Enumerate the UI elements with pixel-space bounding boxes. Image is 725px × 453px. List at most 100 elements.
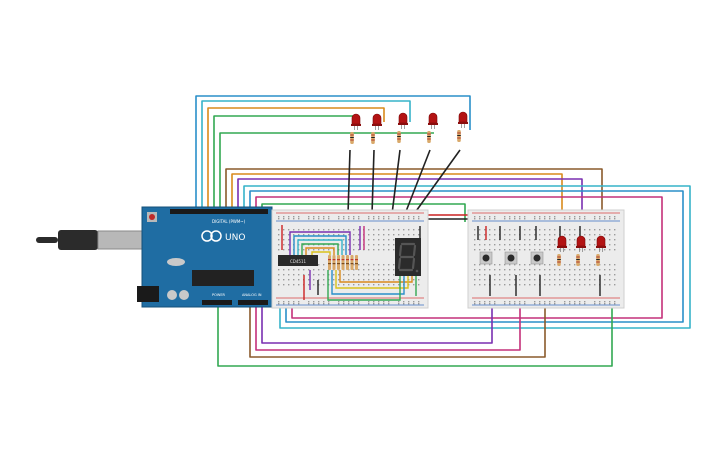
resistor[interactable] [328,255,331,270]
breadboard-hole [504,234,506,236]
led-body [428,112,438,124]
jumper-green-2[interactable] [327,270,401,301]
breadboard-hole [509,216,511,218]
resistor[interactable] [596,254,600,266]
breadboard-hole [403,234,405,236]
resistor[interactable] [332,255,336,270]
resistor[interactable] [350,255,354,270]
breadboard-hole [338,284,340,286]
jumper-blue-2[interactable] [331,270,405,295]
led[interactable] [557,235,567,252]
breadboard-hole [393,284,395,286]
breadboard-hole [594,244,596,246]
breadboard-hole [278,218,280,220]
wire-cyan-right[interactable] [243,185,691,329]
wire-magenta-bottom[interactable] [255,290,521,351]
resistor[interactable] [557,254,561,266]
wire-magenta-right[interactable] [255,196,663,319]
cd4511-ic[interactable]: CD4511 [278,255,318,266]
wire-blue-right[interactable] [249,190,684,323]
breadboard-hole [599,301,601,303]
breadboard-hole [539,234,541,236]
resistor[interactable] [457,130,461,142]
breadboard-hole [504,264,506,266]
breadboard-hole [519,244,521,246]
wire-black-r3[interactable] [391,149,401,215]
pushbutton[interactable] [530,251,544,265]
led[interactable] [576,235,586,252]
pushbutton[interactable] [479,251,493,265]
breadboard-hole [544,269,546,271]
jumper-yellow-1[interactable] [311,251,331,255]
jumper-green-1[interactable] [301,243,339,255]
arduino-uno[interactable]: DIGITAL (PWM~) UNO POWER ANALOG IN [137,206,273,308]
breadboard-hole [474,229,476,231]
led-base [372,124,382,126]
resistor-band [596,261,600,263]
resistor-band [427,133,431,135]
breadboard-hole [509,284,511,286]
wire-black-r2[interactable] [371,149,375,215]
breadboard-hole [484,279,486,281]
led-body [557,235,567,247]
resistor[interactable] [427,131,431,143]
breadboard-hole [539,249,541,251]
breadboard-hole [408,216,410,218]
digital-header-label: DIGITAL (PWM~) [212,219,246,224]
breadboard-hole [549,229,551,231]
led[interactable] [458,111,468,128]
breadboard-hole [378,303,380,305]
jumper-purple-1[interactable] [289,231,351,255]
resistor-band [328,263,331,265]
pushbutton[interactable] [504,251,518,265]
resistor[interactable] [341,255,345,270]
wire-brown-right[interactable] [225,168,603,245]
breadboard-hole [589,244,591,246]
breadboard-hole [343,274,345,276]
resistor[interactable] [337,255,340,270]
breadboard-hole [474,301,476,303]
jumper-orange-1[interactable] [305,247,335,255]
jumper-yellow-2[interactable] [335,270,409,289]
seven-segment-display[interactable] [395,238,421,276]
breadboard-hole [353,234,355,236]
wire-brown-bottom[interactable] [249,298,546,358]
breadboard-hole [614,218,616,220]
wire-green-led3[interactable] [219,132,434,212]
cd4511-ic-body [278,255,318,266]
led[interactable] [398,112,408,129]
jumper-cyan-1[interactable] [297,239,343,255]
resistor[interactable] [576,254,580,266]
breadboard-hole [323,274,325,276]
wire-black-r5[interactable] [413,149,461,215]
wire-orange-led2[interactable] [207,107,385,212]
breadboard-hole [358,264,360,266]
led[interactable] [596,235,606,252]
led[interactable] [372,113,382,130]
resistor-band [397,138,401,140]
resistor[interactable] [350,132,354,144]
jumper-blue-1[interactable] [293,235,347,255]
breadboard-hole [388,279,390,281]
wire-purple-bottom[interactable] [261,290,493,344]
breadboard-hole [398,284,400,286]
breadboard-hole [494,279,496,281]
resistor[interactable] [371,132,375,144]
breadboard-hole [293,229,295,231]
wire-black-r4[interactable] [404,149,431,215]
breadboard-hole [494,301,496,303]
resistor[interactable] [346,255,349,270]
led[interactable] [428,112,438,129]
usb-cable[interactable] [36,230,143,250]
wire-blue-led5[interactable] [195,95,471,212]
wire-cyan-led4[interactable] [201,100,411,212]
breadboard-hole [609,284,611,286]
led[interactable] [351,113,361,130]
resistor[interactable] [397,131,401,143]
wire-green-bottom[interactable] [217,298,613,367]
wire-black-r1[interactable] [347,149,351,215]
breadboard-hole [283,249,285,251]
resistor[interactable] [355,255,358,270]
breadboard-hole [549,218,551,220]
breadboard-hole [554,249,556,251]
